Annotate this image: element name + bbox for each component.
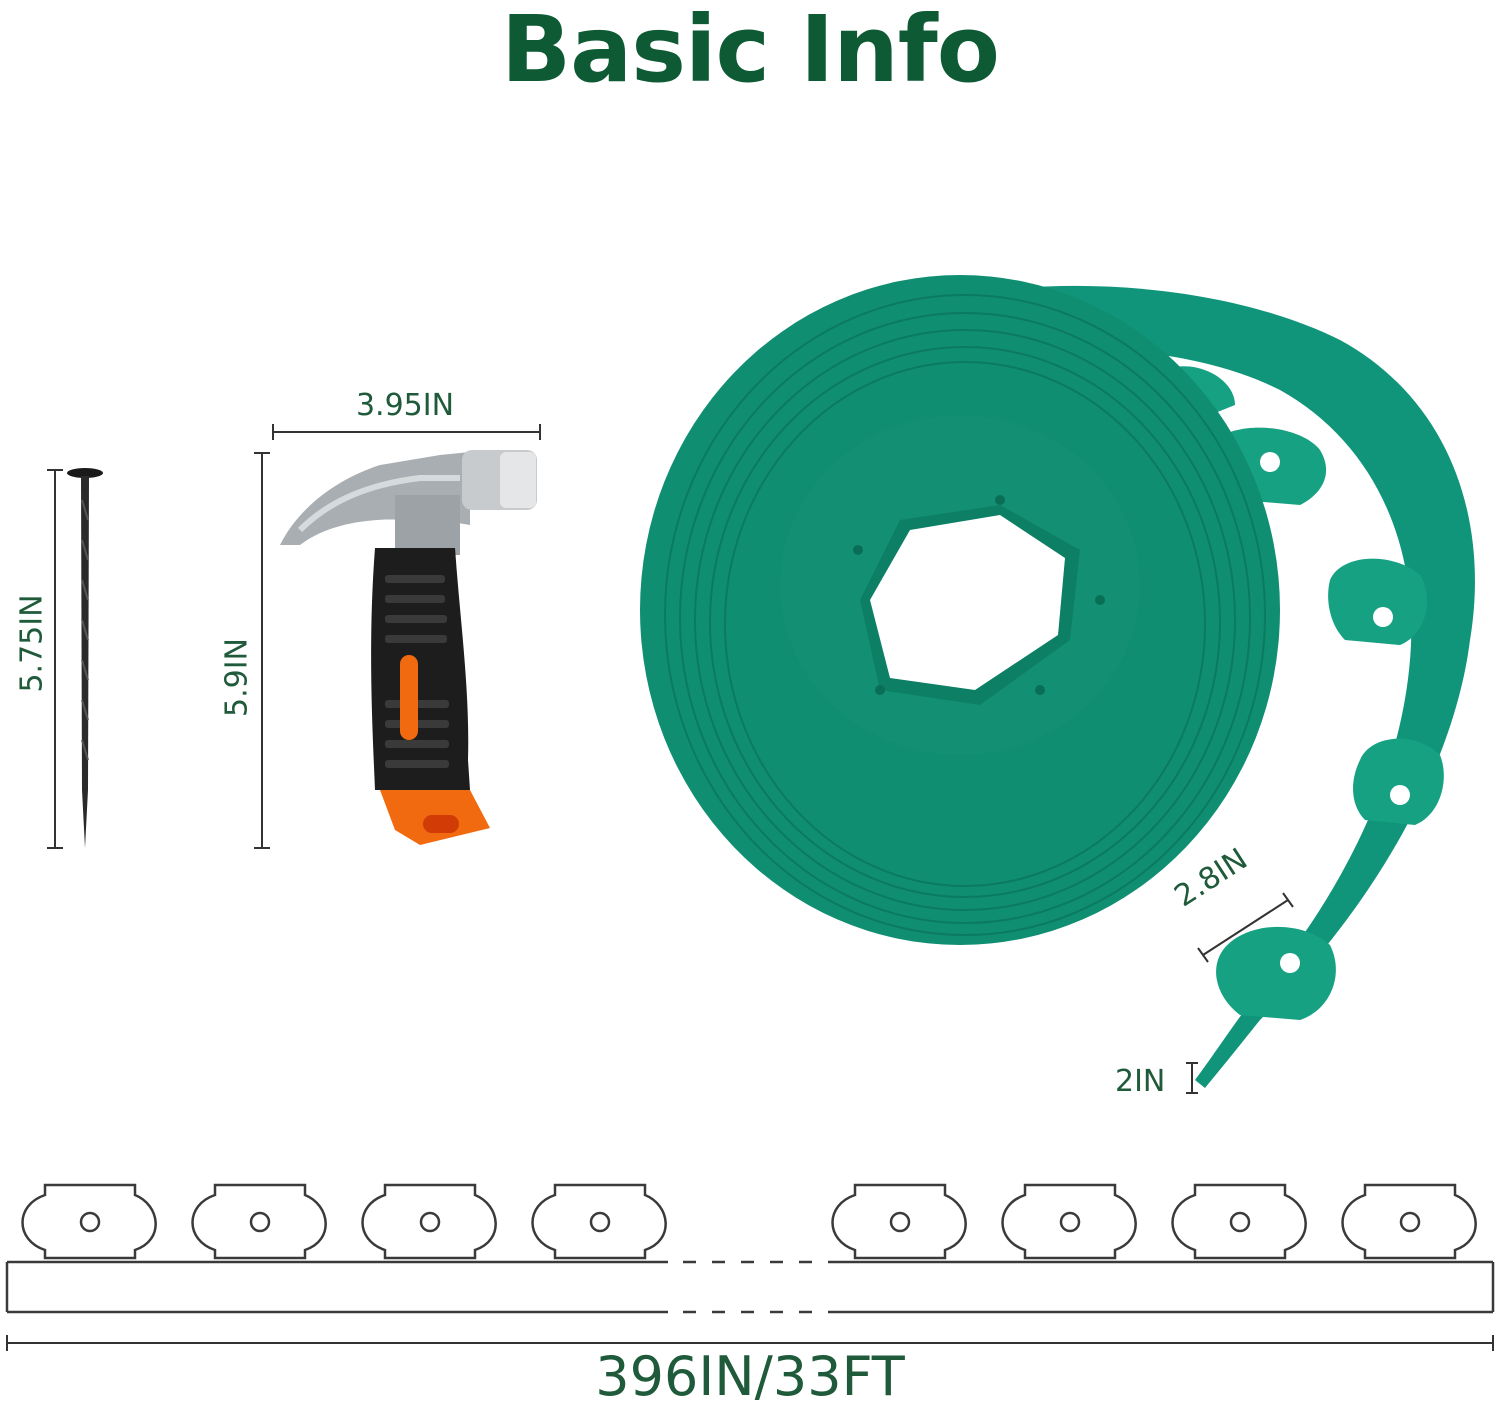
- page-title: Basic Info: [500, 0, 1000, 103]
- stake-icon: [67, 468, 103, 848]
- hammer-height-label: 5.9IN: [219, 638, 255, 717]
- hammer-width-dimension-line: [272, 424, 541, 440]
- total-length-dimension-line: [6, 1335, 1494, 1351]
- hammer-width-label: 3.95IN: [355, 388, 455, 423]
- total-length-label: 396IN/33FT: [595, 1345, 905, 1408]
- edging-coil-icon: [640, 275, 1475, 1088]
- edging-height-label: 2IN: [1115, 1064, 1166, 1099]
- edging-strip-diagram: [5, 1183, 1495, 1314]
- edging-height-dimension-line: [1186, 1062, 1198, 1094]
- stake-dimension-line: [47, 469, 63, 849]
- hammer-height-dimension-line: [254, 452, 270, 849]
- tab-width-dimension-line: [1197, 892, 1294, 963]
- stake-length-label: 5.75IN: [14, 594, 50, 693]
- hammer-icon: [280, 450, 537, 845]
